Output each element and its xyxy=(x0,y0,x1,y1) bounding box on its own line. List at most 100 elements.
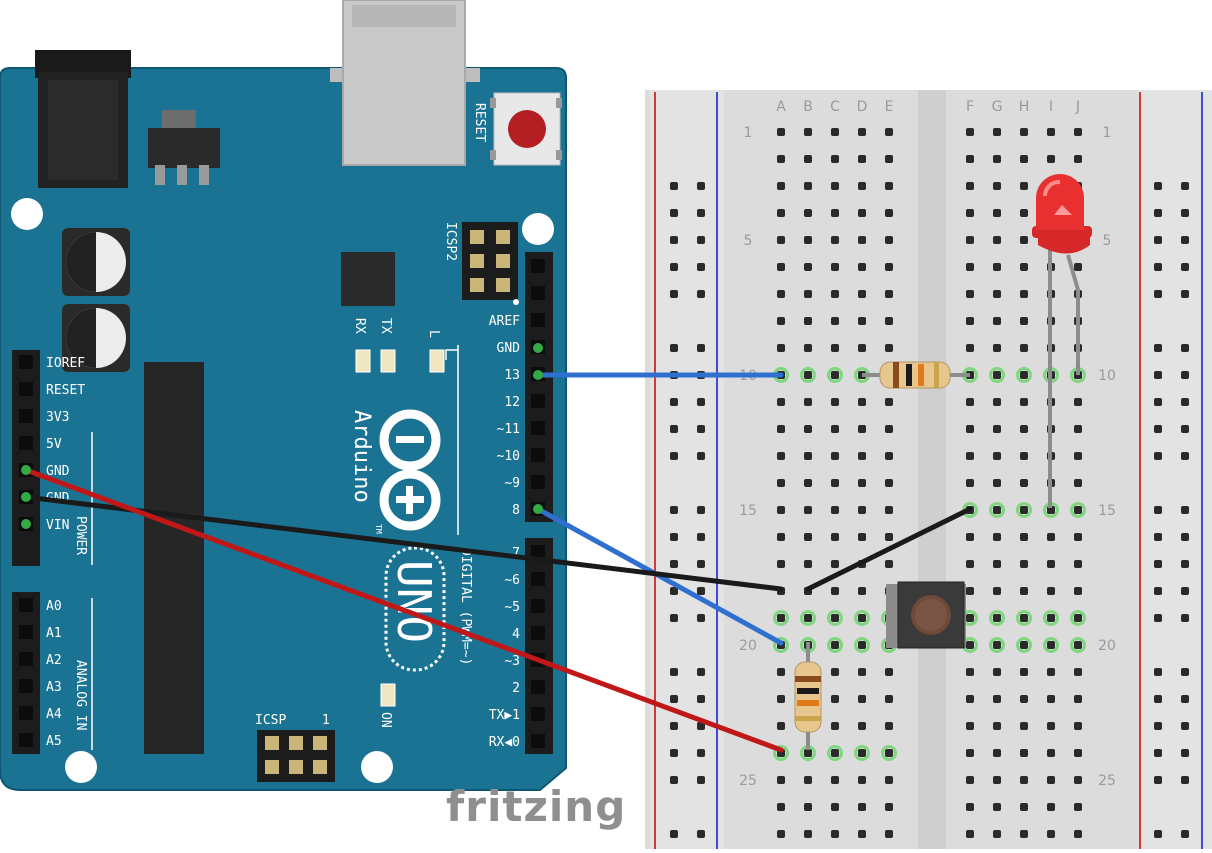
rail-hole[interactable] xyxy=(1154,371,1162,379)
rail-hole[interactable] xyxy=(1154,749,1162,757)
rail-hole[interactable] xyxy=(1154,560,1162,568)
breadboard-hole[interactable] xyxy=(966,317,974,325)
rail-hole[interactable] xyxy=(1181,506,1189,514)
rail-hole[interactable] xyxy=(1154,263,1162,271)
rail-hole[interactable] xyxy=(1154,290,1162,298)
breadboard-hole[interactable] xyxy=(831,533,839,541)
breadboard-hole[interactable] xyxy=(993,479,1001,487)
breadboard-hole[interactable] xyxy=(885,749,893,757)
breadboard-hole[interactable] xyxy=(885,479,893,487)
breadboard-hole[interactable] xyxy=(966,641,974,649)
breadboard-hole[interactable] xyxy=(1020,803,1028,811)
breadboard-hole[interactable] xyxy=(831,317,839,325)
breadboard-hole[interactable] xyxy=(1020,668,1028,676)
rail-hole[interactable] xyxy=(697,722,705,730)
breadboard-hole[interactable] xyxy=(831,290,839,298)
breadboard-hole[interactable] xyxy=(993,290,1001,298)
breadboard-hole[interactable] xyxy=(804,317,812,325)
rail-hole[interactable] xyxy=(1181,722,1189,730)
breadboard-hole[interactable] xyxy=(966,695,974,703)
header-pin[interactable] xyxy=(531,626,545,640)
header-pin[interactable] xyxy=(531,680,545,694)
header-pin[interactable] xyxy=(531,286,545,300)
breadboard-hole[interactable] xyxy=(1047,668,1055,676)
breadboard-hole[interactable] xyxy=(858,425,866,433)
header-pin[interactable] xyxy=(19,652,33,666)
header-pin[interactable] xyxy=(19,409,33,423)
rail-hole[interactable] xyxy=(1154,722,1162,730)
breadboard-hole[interactable] xyxy=(993,722,1001,730)
breadboard-hole[interactable] xyxy=(777,722,785,730)
rail-hole[interactable] xyxy=(1181,236,1189,244)
breadboard-hole[interactable] xyxy=(804,425,812,433)
breadboard-hole[interactable] xyxy=(885,533,893,541)
breadboard-hole[interactable] xyxy=(831,776,839,784)
breadboard-hole[interactable] xyxy=(993,614,1001,622)
breadboard-hole[interactable] xyxy=(777,209,785,217)
rail-hole[interactable] xyxy=(1154,614,1162,622)
header-pin[interactable] xyxy=(531,707,545,721)
breadboard-hole[interactable] xyxy=(966,776,974,784)
breadboard-hole[interactable] xyxy=(1020,317,1028,325)
breadboard-hole[interactable] xyxy=(993,452,1001,460)
breadboard-hole[interactable] xyxy=(777,263,785,271)
breadboard-hole[interactable] xyxy=(966,722,974,730)
breadboard-hole[interactable] xyxy=(1020,479,1028,487)
breadboard-hole[interactable] xyxy=(777,560,785,568)
rail-hole[interactable] xyxy=(670,722,678,730)
header-pin[interactable] xyxy=(19,355,33,369)
breadboard-hole[interactable] xyxy=(885,830,893,838)
rail-hole[interactable] xyxy=(1154,533,1162,541)
breadboard-hole[interactable] xyxy=(804,182,812,190)
breadboard-hole[interactable] xyxy=(1020,344,1028,352)
rail-hole[interactable] xyxy=(697,506,705,514)
breadboard-hole[interactable] xyxy=(1074,506,1082,514)
breadboard-hole[interactable] xyxy=(831,263,839,271)
breadboard-hole[interactable] xyxy=(1020,371,1028,379)
header-pin[interactable] xyxy=(531,259,545,273)
breadboard-hole[interactable] xyxy=(777,425,785,433)
breadboard-hole[interactable] xyxy=(1074,614,1082,622)
header-pin[interactable] xyxy=(531,394,545,408)
breadboard-hole[interactable] xyxy=(777,344,785,352)
breadboard-hole[interactable] xyxy=(804,263,812,271)
breadboard-hole[interactable] xyxy=(1020,587,1028,595)
rail-hole[interactable] xyxy=(1181,830,1189,838)
breadboard-hole[interactable] xyxy=(858,641,866,649)
breadboard-hole[interactable] xyxy=(831,398,839,406)
breadboard-hole[interactable] xyxy=(804,506,812,514)
breadboard-hole[interactable] xyxy=(1020,506,1028,514)
breadboard-hole[interactable] xyxy=(1047,803,1055,811)
breadboard-hole[interactable] xyxy=(831,830,839,838)
rail-hole[interactable] xyxy=(1154,776,1162,784)
breadboard-hole[interactable] xyxy=(804,452,812,460)
breadboard-hole[interactable] xyxy=(831,722,839,730)
rail-hole[interactable] xyxy=(1181,668,1189,676)
breadboard-hole[interactable] xyxy=(777,695,785,703)
rail-hole[interactable] xyxy=(697,776,705,784)
breadboard-hole[interactable] xyxy=(1074,155,1082,163)
rail-hole[interactable] xyxy=(670,560,678,568)
breadboard-hole[interactable] xyxy=(777,830,785,838)
breadboard-hole[interactable] xyxy=(993,425,1001,433)
breadboard-hole[interactable] xyxy=(804,749,812,757)
rail-hole[interactable] xyxy=(670,749,678,757)
breadboard-hole[interactable] xyxy=(1074,830,1082,838)
breadboard-hole[interactable] xyxy=(1074,128,1082,136)
breadboard-hole[interactable] xyxy=(1047,830,1055,838)
breadboard-hole[interactable] xyxy=(777,533,785,541)
breadboard-hole[interactable] xyxy=(858,317,866,325)
breadboard-hole[interactable] xyxy=(1020,614,1028,622)
breadboard-hole[interactable] xyxy=(1047,749,1055,757)
breadboard-hole[interactable] xyxy=(1020,722,1028,730)
breadboard-hole[interactable] xyxy=(966,830,974,838)
breadboard-hole[interactable] xyxy=(885,425,893,433)
breadboard-hole[interactable] xyxy=(966,398,974,406)
rail-hole[interactable] xyxy=(697,425,705,433)
header-pin[interactable] xyxy=(531,572,545,586)
breadboard-hole[interactable] xyxy=(777,668,785,676)
breadboard-hole[interactable] xyxy=(1074,641,1082,649)
rail-hole[interactable] xyxy=(1154,830,1162,838)
breadboard-hole[interactable] xyxy=(858,695,866,703)
header-pin[interactable] xyxy=(19,733,33,747)
